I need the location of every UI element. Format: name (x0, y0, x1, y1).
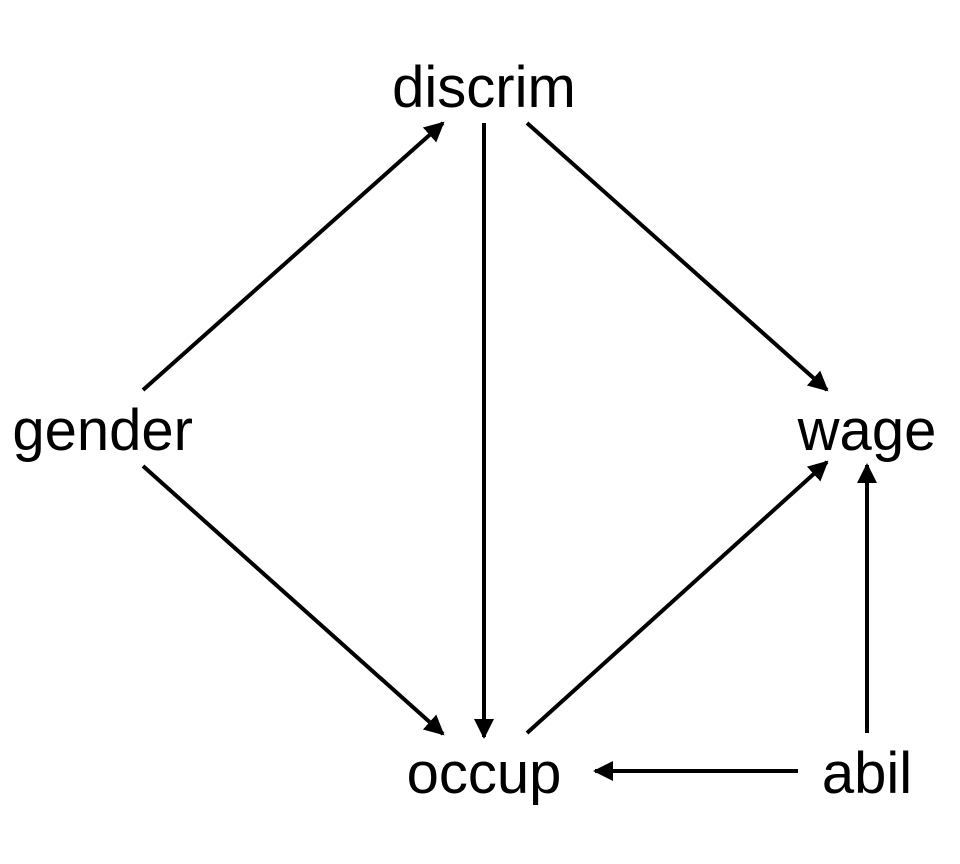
node-discrim: discrim (392, 55, 576, 120)
edge-gender-occup (141, 464, 445, 736)
node-wage: wage (797, 398, 937, 463)
node-occup: occup (407, 741, 562, 806)
node-abil: abil (822, 741, 912, 806)
node-gender: gender (12, 398, 193, 463)
nodes: discrim gender wage occup abil (12, 55, 936, 806)
edge-gender-discrim (141, 121, 445, 392)
edge-discrim-wage (525, 121, 829, 392)
edge-occup-wage (525, 460, 829, 735)
edges (141, 121, 877, 781)
